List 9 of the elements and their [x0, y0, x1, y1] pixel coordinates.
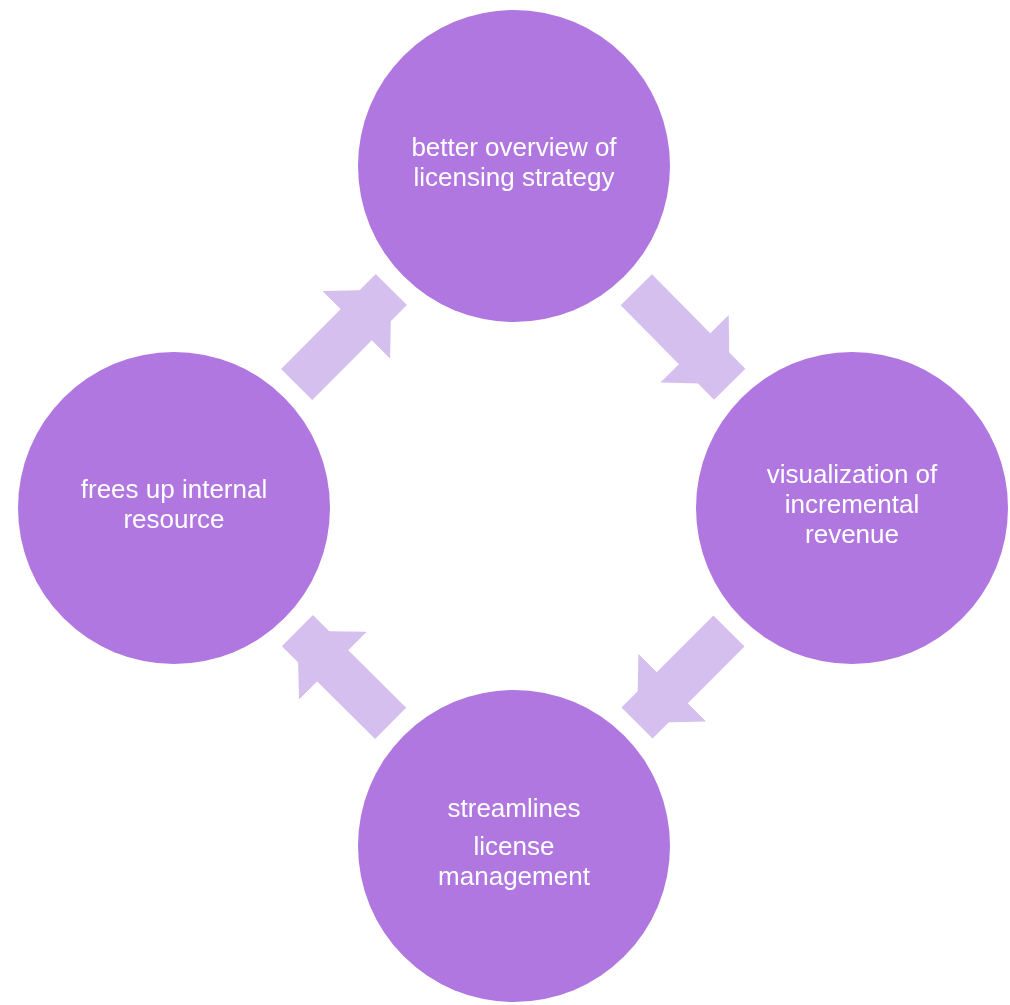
block-arrow [621, 615, 745, 739]
block-arrow [281, 615, 407, 739]
node-label: license management [437, 831, 591, 891]
node-label: streamlines [447, 793, 581, 823]
node-label: visualization of incremental revenue [765, 459, 939, 549]
block-arrow [281, 273, 407, 401]
node-label: frees up internal resource [79, 474, 269, 534]
block-arrow [620, 274, 746, 400]
node-label: better overview of licensing strategy [410, 132, 618, 192]
